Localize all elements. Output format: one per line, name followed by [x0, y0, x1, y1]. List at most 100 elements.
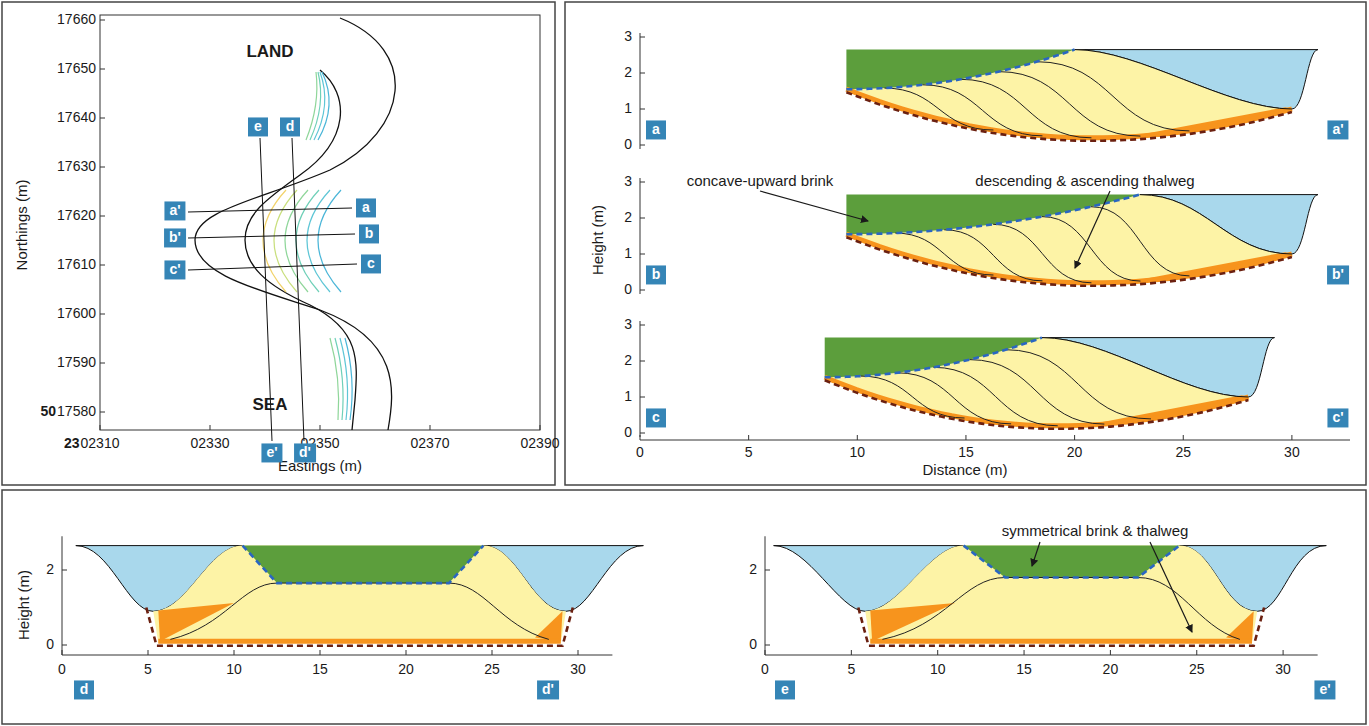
leader-arrow [760, 191, 868, 221]
point-bar-deposit [825, 338, 1249, 426]
tick-label: 17580 [57, 404, 96, 419]
tick-label: 3 [624, 29, 632, 44]
tick-label: 30 [1275, 662, 1291, 677]
tick-label: 02310 [81, 436, 120, 451]
axis-tick [1283, 650, 1284, 655]
axis-tick [765, 645, 770, 646]
section-label-box: c' [164, 260, 185, 279]
tick-label: 0 [761, 662, 769, 677]
axis-tick [540, 425, 541, 430]
axis-tick [148, 650, 149, 655]
axis-tick [100, 412, 105, 413]
tick-label: 25 [1175, 445, 1191, 460]
accretion-surface [999, 72, 1141, 136]
axis-tick [640, 73, 645, 74]
section-label-box: e [248, 117, 268, 136]
bank-profile [1075, 50, 1292, 109]
section-label-box: a [646, 120, 666, 139]
tick-label: 23 [64, 436, 80, 451]
axis-tick [1074, 435, 1075, 440]
axis-tick [210, 425, 211, 430]
axis-tick [492, 650, 493, 655]
axis-tick [640, 254, 645, 255]
axis-tick [765, 570, 770, 571]
axis-tick [640, 435, 641, 440]
axis-line [62, 536, 63, 655]
section-letter: b' [169, 229, 181, 245]
annotation: descending & ascending thalweg [975, 173, 1194, 190]
tick-label: 0 [624, 282, 632, 297]
tick-label: 02370 [411, 436, 450, 451]
section-letter: c' [169, 261, 180, 277]
axis-tick [320, 425, 321, 430]
accretion-surface [1042, 217, 1140, 281]
tick-label: 50 [40, 404, 56, 419]
channel-bank [245, 70, 356, 430]
accretion-surface [884, 88, 993, 130]
axis-tick [640, 397, 645, 398]
tick-label: 1 [624, 389, 632, 404]
axis-title: Height (m) [590, 205, 607, 275]
tick-label: 17590 [57, 355, 96, 370]
section-letter: e [781, 681, 789, 697]
basal-lag [1226, 611, 1254, 641]
tick-label: 10 [226, 662, 242, 677]
accretion-surface [993, 224, 1091, 282]
section-label-box: b [359, 224, 379, 243]
basal-lag [535, 611, 563, 641]
section-letter: a' [1332, 121, 1343, 137]
section-label-box: c [361, 254, 381, 273]
tick-label: 30 [570, 662, 586, 677]
axis-tick [965, 435, 966, 440]
axis-tick [234, 650, 235, 655]
panel-frame [2, 490, 1366, 724]
axis-tick [640, 325, 645, 326]
tick-label: 15 [312, 662, 328, 677]
axis-line [62, 655, 612, 656]
axis-tick [640, 182, 645, 183]
tick-label: 15 [1016, 662, 1032, 677]
tick-label: 2 [749, 562, 757, 577]
axis-line [640, 178, 641, 294]
tick-label: 17650 [57, 61, 96, 76]
axis-tick [1291, 435, 1292, 440]
map-axes [100, 15, 540, 430]
annotation: Eastings (m) [278, 458, 362, 475]
axis-tick [640, 361, 645, 362]
point-bar-deposit [846, 50, 1292, 138]
brink-trajectory [846, 195, 1139, 235]
accretion-arc [318, 190, 341, 292]
panel-frame [2, 2, 555, 485]
axis-tick [640, 433, 645, 434]
axis-tick [578, 650, 579, 655]
tick-label: 17630 [57, 159, 96, 174]
tick-label: 0 [624, 425, 632, 440]
accretion-surface [933, 367, 1057, 426]
accretion-arc [340, 338, 348, 420]
section-label-box: d [280, 117, 300, 136]
axis-tick [100, 20, 105, 21]
tick-label: 20 [1067, 445, 1083, 460]
section-letter: d' [299, 444, 311, 460]
basal-lag [1096, 395, 1248, 424]
accretion-surface [1091, 207, 1190, 276]
axis-tick [62, 570, 67, 571]
section-label-box: e' [261, 443, 282, 462]
axis-tick [100, 216, 105, 217]
section-letter: b [365, 225, 374, 241]
basal-lag [158, 603, 234, 641]
section-letter: b' [1332, 266, 1344, 282]
accretion-surface [961, 79, 1092, 138]
tick-label: 0 [749, 637, 757, 652]
tick-label: 20 [1103, 662, 1119, 677]
section-label-box: b [646, 265, 666, 284]
brink-trajectory [964, 546, 1180, 578]
axis-tick [100, 167, 105, 168]
axis-tick [857, 435, 858, 440]
section-letter: d [80, 681, 89, 697]
accretion-arc [330, 338, 339, 420]
axis-tick [640, 218, 645, 219]
section-label-box: c' [1327, 408, 1348, 427]
section-label-box: a' [1327, 120, 1348, 139]
